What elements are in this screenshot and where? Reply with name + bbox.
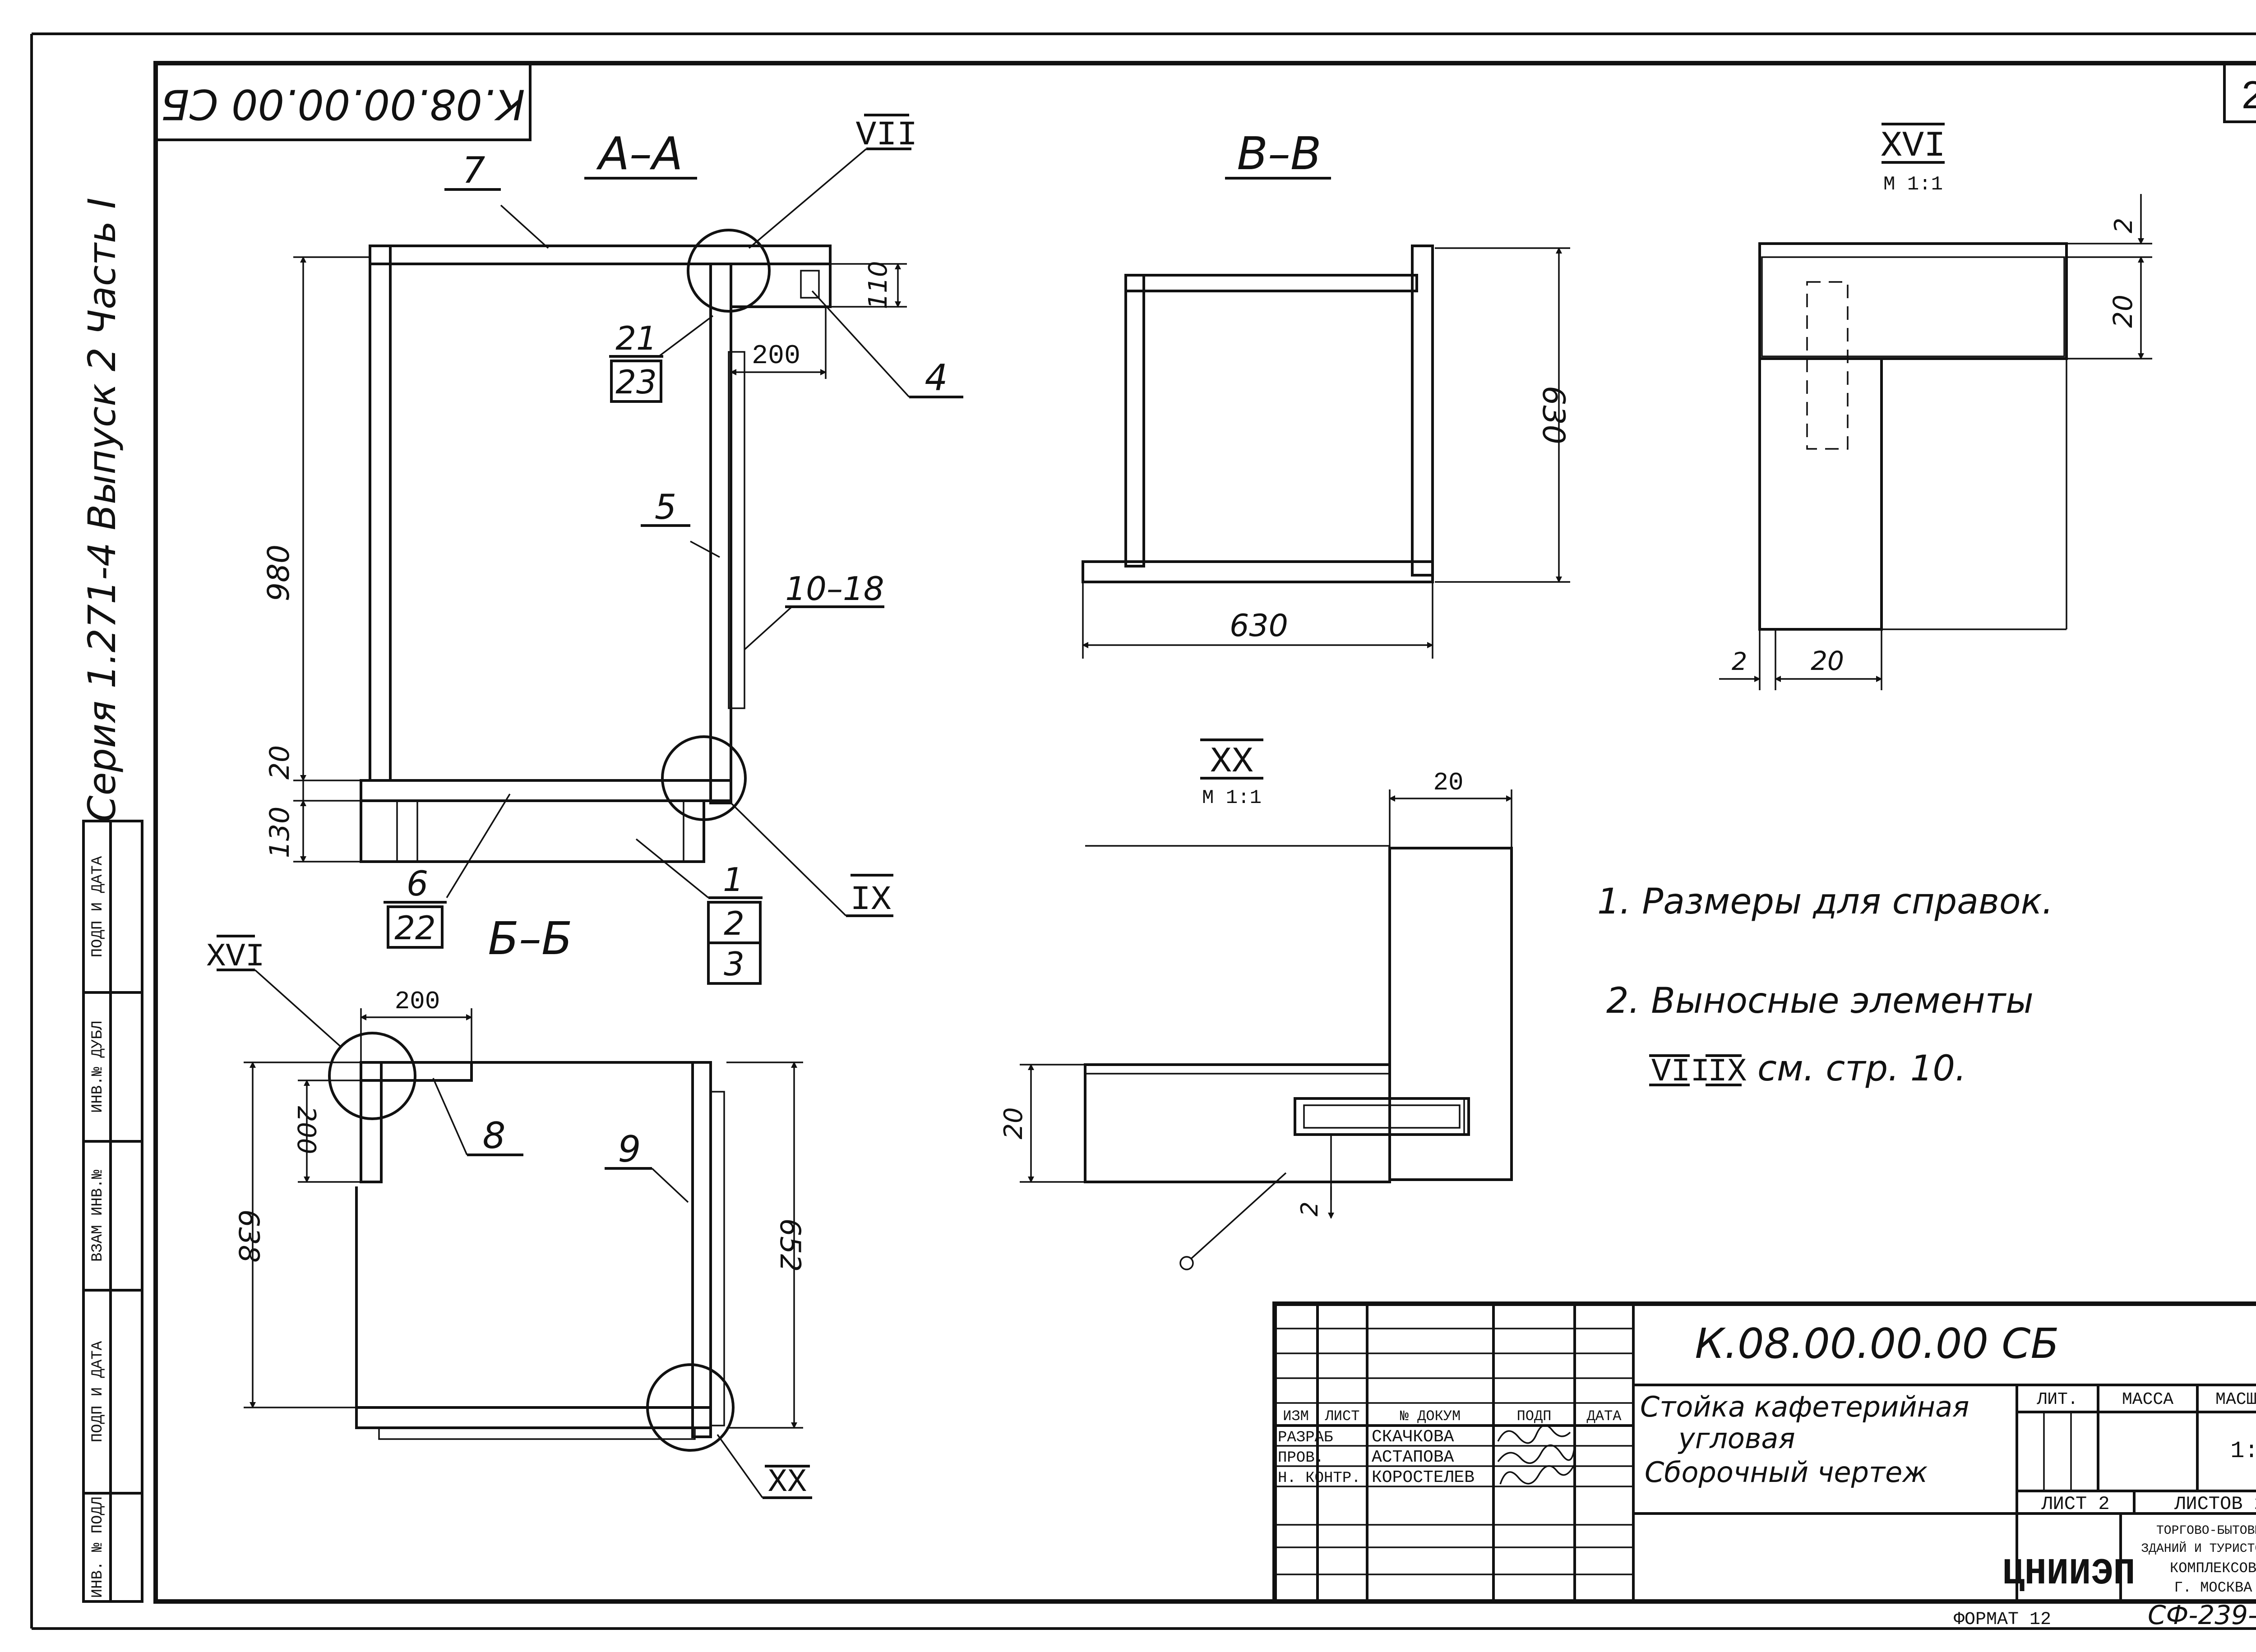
binding-strip: ИНВ. № ПОДЛ ПОДП И ДАТА ВЗАМ ИНВ.№ ИНВ.№… [82,820,143,1603]
aa-label-6: 6 [407,863,428,904]
tb-name-l1: Стойка кафетерийная [1640,1390,1969,1423]
tb-r2-role: ПРОВ. [1278,1449,1324,1467]
view-aa-title: А–А [596,127,683,180]
form-code: СФ-239-С [2148,1600,2256,1630]
tb-r2-name: АСТАПОВА [1372,1448,1454,1467]
xvi-dim-2-right: 2 [2109,218,2138,233]
view-xvi: XVI М 1:1 2 20 2 20 [1719,123,2152,690]
note-3-see: см. стр. 10. [1757,1048,1966,1089]
xx-dim-20-top: 20 [1433,768,1463,797]
tb-listov: ЛИСТОВ 2 [2174,1493,2256,1515]
aa-label-22: 22 [394,909,436,947]
tb-org-l2: ЗДАНИЙ И ТУРИСТСКИХ [2141,1541,2256,1556]
b6-dim-652: 652 [774,1218,807,1272]
tb-doc-code: К.08.00.00.00 СБ [1695,1320,2059,1368]
aa-dim-110: 110 [864,261,893,309]
bb-dim-630-vert: 630 [1535,386,1571,444]
aa-label-2: 2 [724,904,744,942]
strip-label-vzam: ВЗАМ ИНВ.№ [89,1170,106,1262]
view-xx-title: XX [1210,742,1253,783]
tb-org-l3: КОМПЛЕКСОВ [2170,1560,2256,1577]
rotated-code: К.08.00.00.00 СБ [161,80,525,129]
aa-label-7: 7 [462,149,485,191]
aa-label-21: 21 [615,319,657,357]
tb-r1-role: РАЗРАБ [1278,1429,1333,1446]
xvi-dim-2-bottom: 2 [1732,647,1747,676]
xx-dim-2: 2 [1296,1201,1323,1216]
b6-dim-200-horiz: 200 [395,987,440,1016]
aa-label-4: 4 [925,357,948,399]
tb-scale: 1:1 [2230,1438,2256,1464]
note-1: 1. Размеры для справок. [1597,881,2053,922]
tb-h-masht: МАСШТАБ [2215,1390,2256,1409]
sheet-number: 27 [2241,75,2256,121]
aa-dim-200: 200 [752,341,800,372]
notes: 1. Размеры для справок. 2. Выносные элем… [1597,881,2053,1090]
aa-mark-vii: VII [856,116,918,155]
aa-label-5: 5 [655,487,676,527]
tb-name-l3: Сборочный чертеж [1645,1456,1928,1489]
note-2: 2. Выносные элементы [1606,981,2034,1021]
view-xvi-scale: М 1:1 [1883,173,1943,196]
tb-h-podp: ПОДП [1517,1408,1552,1425]
aa-label-23: 23 [615,363,657,401]
aa-mark-ix: IX [850,881,891,919]
tb-h-list: ЛИСТ [1325,1408,1360,1425]
tb-org-logo: ЦНИИЭП [2002,1553,2135,1595]
view-xvi-title: XVI [1881,126,1946,167]
tb-org-l4: Г. МОСКВА [2174,1579,2253,1596]
strip-label-podp2: ПОДП И ДАТА [89,856,106,957]
tb-r1-name: СКАЧКОВА [1372,1427,1454,1447]
series-label: Серия 1.271-4 Выпуск 2 Часть I [80,198,124,822]
tb-h-massa: МАССА [2122,1390,2173,1409]
strip-label-inv: ИНВ. № ПОДЛ [89,1497,106,1598]
view-bb: В–В 630 630 [1082,127,1571,659]
sheet-number-box: 27 [2223,62,2256,123]
aa-dim-130: 130 [264,807,296,858]
aa-label-1: 1 [723,861,744,899]
b6-mark-xx: XX [768,1464,807,1501]
view-b6: Б–Б XVI XX 8 9 200 [206,912,812,1501]
tb-h-ndok: № ДОКУМ [1400,1408,1461,1425]
title-block: К.08.00.00.00 СБ ИЗМ ЛИСТ № ДОКУМ ПОДП Д… [1272,1301,2256,1604]
b6-label-8: 8 [483,1115,506,1157]
view-b6-title: Б–Б [488,912,572,965]
xvi-dim-20-bottom: 20 [1811,646,1844,676]
aa-dim-20: 20 [264,745,296,780]
b6-label-9: 9 [618,1128,641,1170]
signature-3 [1499,1463,1576,1485]
b6-dim-200-vert: 200 [291,1106,321,1154]
tb-h-lit: ЛИТ. [2036,1390,2078,1409]
aa-label-3: 3 [724,945,744,983]
view-aa: А–А VII IX 7 [261,114,963,985]
format-label: ФОРМАТ 12 [1954,1610,2051,1630]
xvi-dim-20-right: 20 [2108,295,2138,328]
rotated-code-box: К.08.00.00.00 СБ [154,62,532,141]
tb-h-data: ДАТА [1587,1408,1622,1425]
tb-r3-name: КОРОСТЕЛЕВ [1372,1468,1475,1487]
view-xx-scale: М 1:1 [1202,787,1262,809]
tb-name-l2: угловая [1678,1422,1795,1455]
strip-label-podp1: ПОДП И ДАТА [89,1341,106,1442]
signature-2 [1497,1444,1576,1464]
aa-dim-980: 980 [261,545,296,601]
bb-dim-630-horiz: 630 [1230,608,1288,644]
tb-r3-role: Н. КОНТР. [1278,1470,1361,1487]
tb-h-izm: ИЗМ [1283,1408,1309,1425]
view-bb-title: В–В [1237,127,1321,180]
xx-dim-20-left: 20 [999,1107,1028,1139]
tb-list: ЛИСТ 2 [2041,1493,2109,1515]
view-xx: XX М 1:1 20 20 2 [999,738,1513,1270]
sheet-frame [30,32,2256,1630]
b6-mark-xvi: XVI [206,938,265,975]
tb-org-l1: ТОРГОВО-БЫТОВЫХ [2156,1524,2256,1538]
signature-1 [1497,1424,1571,1444]
aa-label-10-18: 10–18 [785,570,884,608]
b6-dim-638: 638 [232,1209,265,1263]
strip-label-dubl: ИНВ.№ ДУБЛ [89,1021,106,1113]
